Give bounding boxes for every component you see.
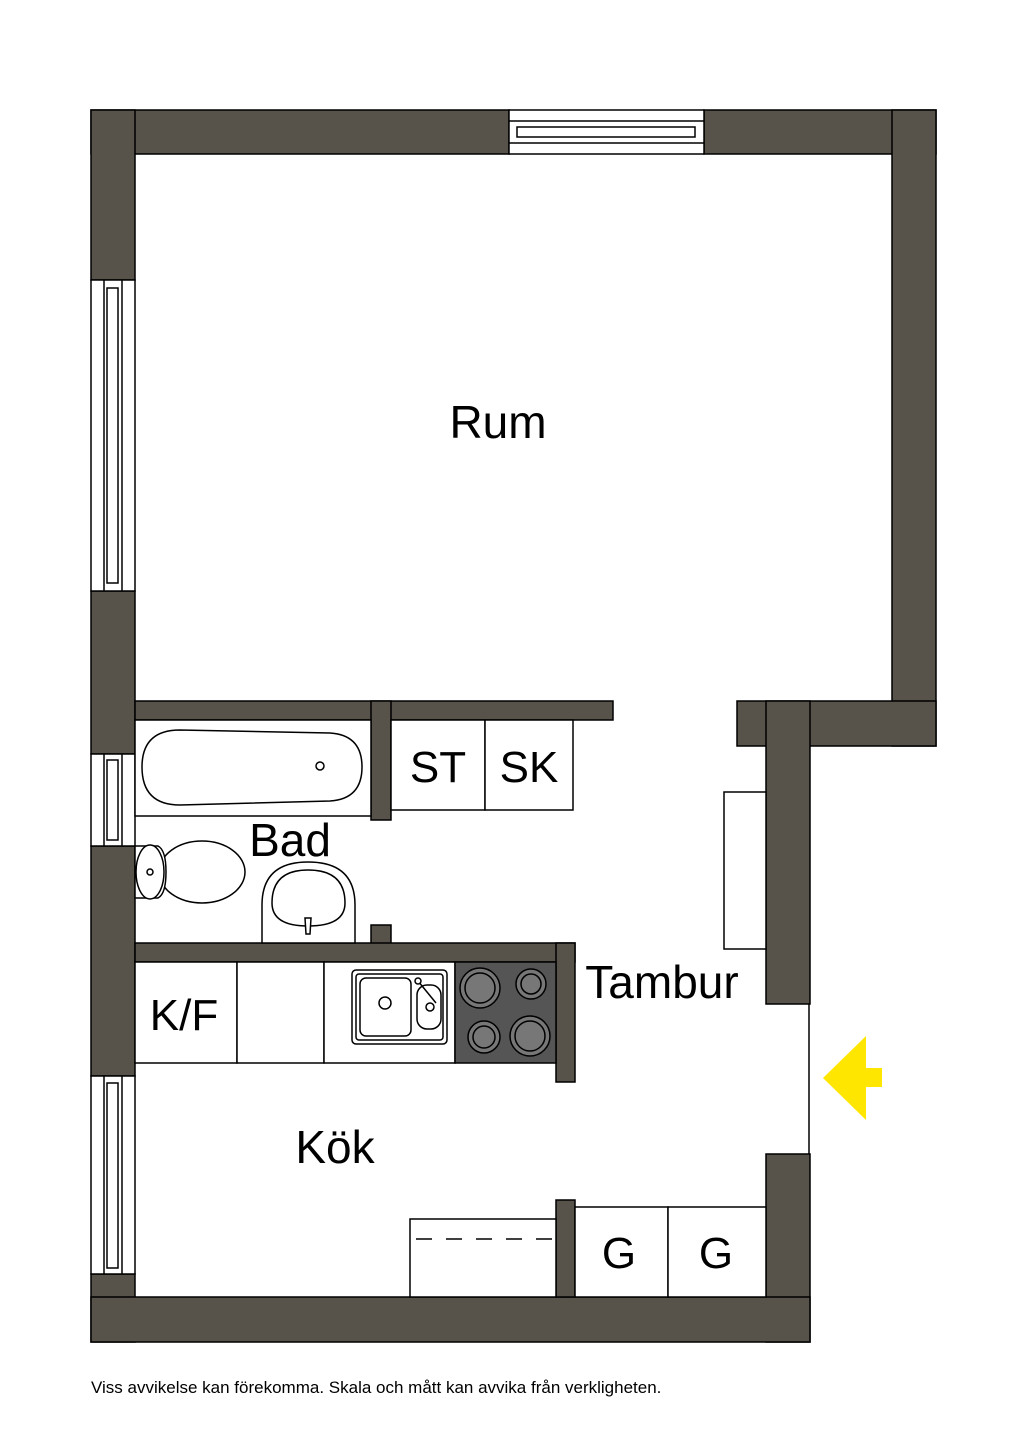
kitchen-sink-icon	[351, 969, 448, 1045]
walls	[90, 109, 937, 1343]
room-label-bad: Bad	[249, 814, 331, 866]
entrance-arrow-icon	[823, 1036, 882, 1120]
room-label-tambur: Tambur	[585, 956, 738, 1008]
kitchen-table	[409, 1218, 557, 1298]
room-label-kok: Kök	[295, 1121, 375, 1173]
room-label-rum: Rum	[449, 396, 546, 448]
g-cabinets	[574, 1206, 767, 1298]
fridge-freezer-label: K/F	[150, 991, 218, 1040]
window-left-bad	[90, 753, 136, 847]
stove-icon	[454, 961, 557, 1064]
window-left-kok	[90, 1075, 136, 1275]
bathtub	[134, 719, 372, 817]
closet-st-label: ST	[410, 743, 466, 792]
washbasin-icon	[261, 861, 356, 944]
closets	[390, 719, 574, 811]
window-left-rum	[90, 279, 136, 592]
toilet-icon	[134, 840, 246, 904]
wardrobe	[723, 791, 767, 950]
closet-sk-label: SK	[500, 743, 559, 792]
cabinet-g-2-label: G	[699, 1229, 733, 1278]
disclaimer-text: Viss avvikelse kan förekomma. Skala och …	[91, 1378, 662, 1397]
window-top	[508, 109, 705, 155]
cabinet-g-1-label: G	[602, 1229, 636, 1278]
